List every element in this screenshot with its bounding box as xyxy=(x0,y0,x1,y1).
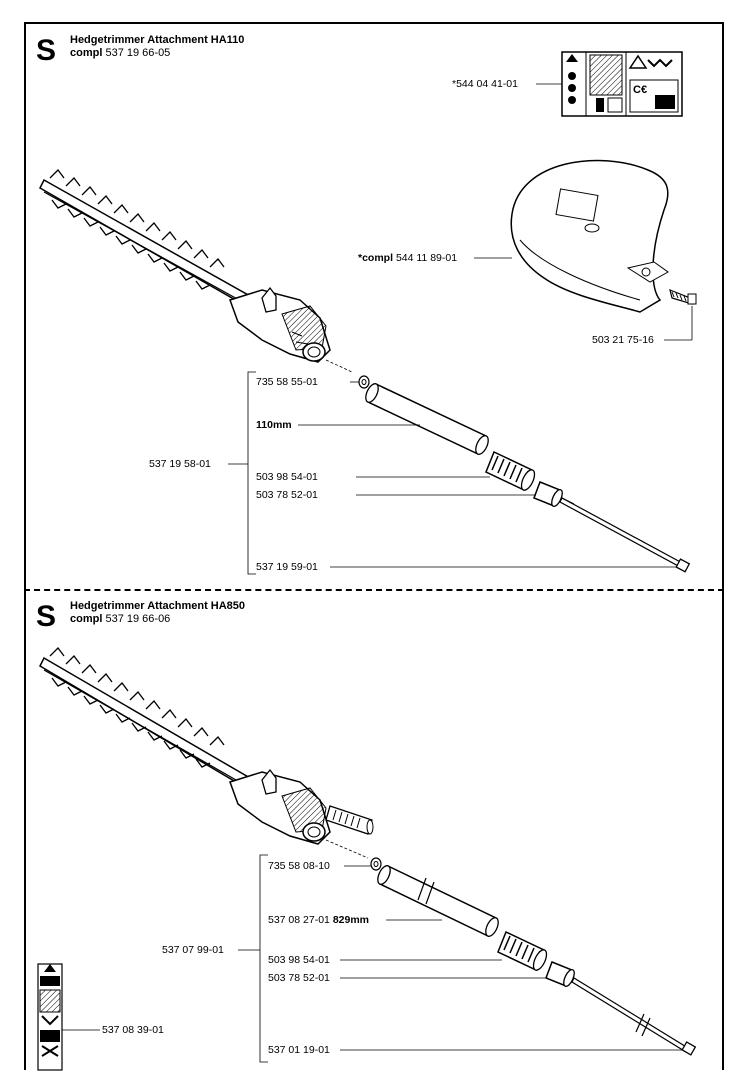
sleeve-part xyxy=(533,481,563,507)
section-compl: compl 537 19 66-05 xyxy=(70,47,170,60)
part-label-bushing: 503 98 54-01 xyxy=(268,954,330,966)
compl-number: 537 19 66-05 xyxy=(105,47,171,59)
gearbox-housing xyxy=(229,768,331,845)
blade-guard xyxy=(510,159,669,313)
part-label-assembly: 537 07 99-01 xyxy=(162,944,224,956)
section-title: Hedgetrimmer Attachment HA850 xyxy=(70,600,246,612)
drive-shaft xyxy=(571,977,697,1056)
part-label-decal: 537 08 39-01 xyxy=(102,1024,164,1036)
part-label-screw: 503 21 75-16 xyxy=(592,334,654,346)
warning-decal-illustration: C€ xyxy=(561,51,683,117)
svg-text:C€: C€ xyxy=(633,84,647,96)
section-compl: compl 537 19 66-06 xyxy=(70,613,170,626)
warning-decal-illustration xyxy=(37,963,63,1071)
part-label-tube: 537 08 27-01 829mm xyxy=(268,914,369,926)
section-letter: S xyxy=(36,600,57,633)
part-label-sleeve: 503 78 52-01 xyxy=(256,489,318,501)
guard-prefix: *compl xyxy=(358,252,394,264)
section-letter: S xyxy=(36,34,57,67)
compl-prefix: compl xyxy=(70,47,103,59)
tube-length-label: 110mm xyxy=(256,419,292,431)
tube-number: 537 08 27-01 xyxy=(268,914,330,926)
section-title: Hedgetrimmer Attachment HA110 xyxy=(70,34,245,46)
part-label-shaft: 537 19 59-01 xyxy=(256,561,318,573)
tube-length-value: 829mm xyxy=(332,914,370,926)
part-label-decal: *544 04 41-01 xyxy=(452,78,518,90)
drive-tube xyxy=(377,864,499,938)
drive-shaft xyxy=(559,497,691,573)
bushing-part xyxy=(485,450,536,492)
guard-number: 544 11 89-01 xyxy=(395,252,458,264)
part-label-sleeve: 503 78 52-01 xyxy=(268,972,330,984)
part-label-assembly: 537 19 58-01 xyxy=(149,458,211,470)
sleeve-part xyxy=(545,961,575,987)
compl-number: 537 19 66-06 xyxy=(105,613,171,625)
tube-length-value: 110mm xyxy=(256,419,292,431)
gearbox-housing xyxy=(229,286,331,363)
bushing-part xyxy=(497,930,548,972)
part-label-shaft: 537 01 19-01 xyxy=(268,1044,330,1056)
page-frame xyxy=(24,22,724,1070)
handle-grip xyxy=(325,805,374,835)
section-divider xyxy=(24,589,724,591)
hedgetrimmer-blade xyxy=(39,647,251,790)
guard-screw xyxy=(669,289,697,305)
part-label-washer: 735 58 55-01 xyxy=(256,376,318,388)
part-label-guard: *compl 544 11 89-01 xyxy=(358,252,457,264)
drive-tube xyxy=(365,382,489,456)
part-label-washer: 735 58 08-10 xyxy=(268,860,330,872)
part-label-bushing: 503 98 54-01 xyxy=(256,471,318,483)
hedgetrimmer-blade xyxy=(39,169,251,308)
compl-prefix: compl xyxy=(70,613,103,625)
